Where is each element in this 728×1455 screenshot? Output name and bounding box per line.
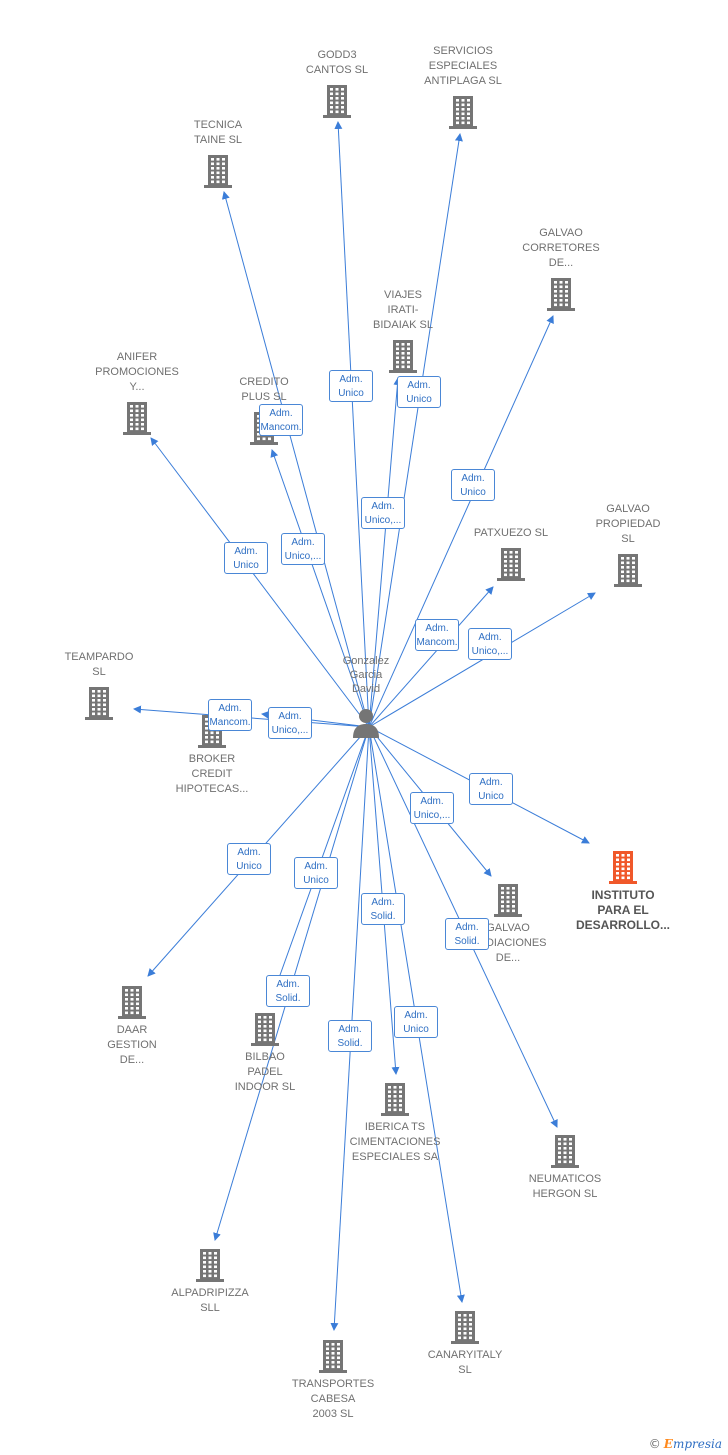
company-label: GALVAO PROPIEDAD SL bbox=[595, 503, 661, 545]
company-node-anifer[interactable]: ANIFER PROMOCIONES Y... bbox=[72, 350, 202, 435]
company-node-galvao-corretores[interactable]: GALVAO CORRETORES DE... bbox=[496, 226, 626, 311]
edge-godd3 bbox=[334, 121, 370, 728]
company-node-alpadripizza[interactable]: ALPADRIPIZZA SLL bbox=[145, 1248, 275, 1316]
company-label: ALPADRIPIZZA SLL bbox=[171, 1287, 249, 1314]
building-icon bbox=[204, 155, 232, 188]
building-icon bbox=[449, 96, 477, 129]
company-node-teampardo[interactable]: TEAMPARDO SL bbox=[34, 650, 164, 720]
company-node-tecnica[interactable]: TECNICA TAINE SL bbox=[153, 118, 283, 188]
building-icon bbox=[196, 1249, 224, 1282]
building-icon bbox=[551, 1135, 579, 1168]
role-box-godd3[interactable]: Adm. Unico bbox=[329, 370, 373, 402]
building-icon bbox=[451, 1311, 479, 1344]
role-box-tecnica[interactable]: Adm. Unico,... bbox=[281, 533, 325, 565]
company-label: GALVAO CORRETORES DE... bbox=[522, 227, 600, 269]
center-person-label: Gonzalez Garcia David bbox=[342, 655, 390, 695]
company-label: TRANSPORTES CABESA 2003 SL bbox=[291, 1378, 375, 1420]
edge-credito bbox=[270, 449, 370, 728]
building-icon bbox=[85, 687, 113, 720]
company-node-broker[interactable]: BROKER CREDIT HIPOTECAS... bbox=[147, 714, 277, 797]
company-node-godd3[interactable]: GODD3 CANTOS SL bbox=[272, 48, 402, 118]
building-icon bbox=[494, 884, 522, 917]
edge-galvao-corretores bbox=[368, 315, 554, 728]
company-label: TECNICA TAINE SL bbox=[193, 119, 243, 146]
role-box-credito[interactable]: Adm. Mancom. bbox=[259, 404, 303, 436]
company-node-neumaticos[interactable]: NEUMATICOS HERGON SL bbox=[500, 1134, 630, 1202]
role-box-teampardo[interactable]: Adm. Mancom. bbox=[208, 699, 252, 731]
building-icon bbox=[251, 1013, 279, 1046]
role-box-patxuezo[interactable]: Adm. Mancom. bbox=[415, 619, 459, 651]
brand-name: mpresia bbox=[672, 1437, 722, 1451]
edge-anifer bbox=[150, 437, 370, 728]
company-label: GODD3 CANTOS SL bbox=[305, 49, 369, 76]
role-box-iberica[interactable]: Adm. Solid. bbox=[361, 893, 405, 925]
building-icon bbox=[118, 986, 146, 1019]
building-icon bbox=[319, 1340, 347, 1373]
edge-tecnica bbox=[221, 191, 370, 728]
company-node-iberica[interactable]: IBERICA TS CIMENTACIONES ESPECIALES SA bbox=[330, 1082, 460, 1165]
company-node-daar[interactable]: DAAR GESTION DE... bbox=[67, 985, 197, 1068]
company-label: VIAJES IRATI- BIDAIAK SL bbox=[373, 289, 433, 331]
company-node-servicios[interactable]: SERVICIOS ESPECIALES ANTIPLAGA SL bbox=[398, 44, 528, 129]
center-person-node[interactable]: Gonzalez Garcia David bbox=[311, 654, 421, 738]
role-box-instituto[interactable]: Adm. Unico bbox=[469, 773, 513, 805]
company-node-galvao-propiedad[interactable]: GALVAO PROPIEDAD SL bbox=[563, 502, 693, 587]
edge-viajes bbox=[368, 377, 402, 728]
role-box-viajes[interactable]: Adm. Unico,... bbox=[361, 497, 405, 529]
company-node-viajes[interactable]: VIAJES IRATI- BIDAIAK SL bbox=[338, 288, 468, 373]
role-box-servicios[interactable]: Adm. Unico bbox=[397, 376, 441, 408]
footer-brand: ©Empresia bbox=[649, 1437, 722, 1451]
edge-galvao-propiedad bbox=[368, 592, 596, 728]
building-icon bbox=[547, 278, 575, 311]
company-label: DAAR GESTION DE... bbox=[107, 1024, 157, 1066]
company-node-transportes[interactable]: TRANSPORTES CABESA 2003 SL bbox=[268, 1339, 398, 1422]
company-label: SERVICIOS ESPECIALES ANTIPLAGA SL bbox=[424, 45, 502, 87]
company-label: BILBAO PADEL INDOOR SL bbox=[234, 1051, 296, 1093]
building-icon bbox=[323, 85, 351, 118]
company-node-bilbao[interactable]: BILBAO PADEL INDOOR SL bbox=[200, 1012, 330, 1095]
company-label: PATXUEZO SL bbox=[473, 527, 549, 539]
company-label: CANARYITALY SL bbox=[427, 1349, 503, 1376]
role-box-galvao-corretores[interactable]: Adm. Unico bbox=[451, 469, 495, 501]
brand-initial: E bbox=[663, 1437, 673, 1451]
role-box-daar[interactable]: Adm. Unico bbox=[227, 843, 271, 875]
role-box-anifer[interactable]: Adm. Unico bbox=[224, 542, 268, 574]
copyright-symbol: © bbox=[648, 1437, 661, 1451]
role-box-neumaticos[interactable]: Adm. Solid. bbox=[445, 918, 489, 950]
building-icon bbox=[497, 548, 525, 581]
building-icon bbox=[389, 340, 417, 373]
company-node-instituto[interactable]: INSTITUTO PARA EL DESARROLLO... bbox=[558, 850, 688, 933]
company-node-patxuezo[interactable]: PATXUEZO SL bbox=[446, 526, 576, 581]
building-icon bbox=[614, 554, 642, 587]
role-box-canaryitaly[interactable]: Adm. Unico bbox=[394, 1006, 438, 1038]
edge-patxuezo bbox=[368, 586, 494, 728]
company-label: INSTITUTO PARA EL DESARROLLO... bbox=[575, 888, 670, 932]
role-box-bilbao[interactable]: Adm. Solid. bbox=[266, 975, 310, 1007]
person-icon bbox=[353, 709, 379, 738]
company-label: NEUMATICOS HERGON SL bbox=[528, 1173, 602, 1200]
company-label: CREDITO PLUS SL bbox=[239, 376, 289, 403]
role-box-galvao-propiedad[interactable]: Adm. Unico,... bbox=[468, 628, 512, 660]
building-icon bbox=[609, 851, 637, 884]
company-label: ANIFER PROMOCIONES Y... bbox=[95, 351, 179, 393]
building-icon bbox=[381, 1083, 409, 1116]
role-box-galvao-mediaciones[interactable]: Adm. Unico,... bbox=[410, 792, 454, 824]
company-node-galvao-mediaciones[interactable]: GALVAO MEDIACIONES DE... bbox=[443, 883, 573, 966]
company-label: TEAMPARDO SL bbox=[64, 651, 134, 678]
building-icon bbox=[123, 402, 151, 435]
role-box-alpadripizza[interactable]: Adm. Unico bbox=[294, 857, 338, 889]
company-label: IBERICA TS CIMENTACIONES ESPECIALES SA bbox=[349, 1121, 441, 1163]
company-node-canaryitaly[interactable]: CANARYITALY SL bbox=[400, 1310, 530, 1378]
company-label: BROKER CREDIT HIPOTECAS... bbox=[175, 753, 249, 795]
edge-servicios bbox=[368, 133, 463, 728]
role-box-transportes[interactable]: Adm. Solid. bbox=[328, 1020, 372, 1052]
role-box-broker[interactable]: Adm. Unico,... bbox=[268, 707, 312, 739]
